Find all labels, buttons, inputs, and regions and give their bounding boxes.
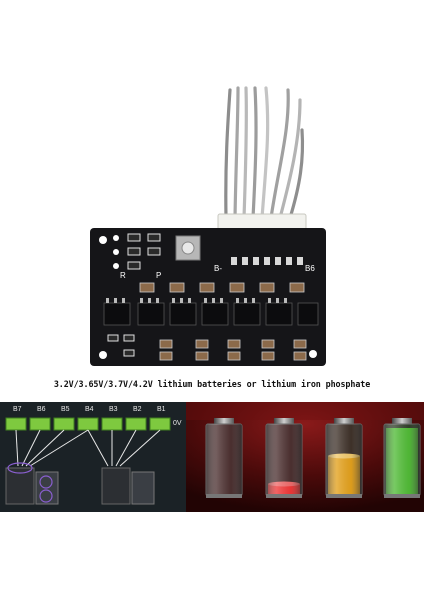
cell-label-0v: 0V [173, 420, 182, 427]
board-label-p: P [156, 271, 162, 280]
cell-label-b1: B1 [157, 406, 166, 413]
board-label-b-minus: B- [214, 264, 222, 273]
wire-bundle [224, 86, 305, 220]
cell-label-b6: B6 [37, 406, 46, 413]
cell-label-b4: B4 [85, 406, 94, 413]
cell-label-b5: B5 [61, 406, 70, 413]
board-label-b6: B6 [305, 264, 315, 273]
caption-text: 3.2V/3.65V/3.7V/4.2V lithium batteries o… [53, 379, 371, 389]
cell-label-b3: B3 [109, 406, 118, 413]
cell-label-b7: B7 [13, 406, 22, 413]
board-label-r: R [120, 271, 126, 280]
battery-icons [205, 418, 421, 498]
cell-label-b2: B2 [133, 406, 142, 413]
